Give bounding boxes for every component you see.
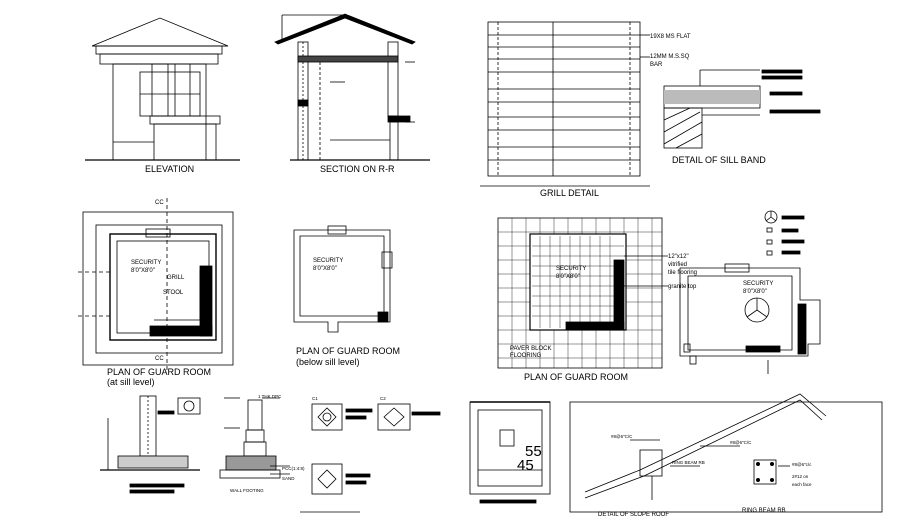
sq-bar-note-2: BAR (650, 62, 663, 68)
plan3-security: SECURITY (556, 266, 586, 272)
plan2-subtitle: (below sill level) (296, 357, 360, 367)
paver-note-2: FLOORING (510, 353, 542, 359)
sill-band-title: DETAIL OF SILL BAND (672, 155, 766, 165)
granite-note: granite top (668, 284, 697, 290)
plan2-size: 8'0"X8'0" (313, 266, 337, 272)
elevation-drawing: ELEVATION (85, 17, 240, 174)
elevation-title: ELEVATION (145, 164, 194, 174)
plan1-size: 8'0"X8'0" (131, 268, 155, 274)
sand-note: SAND (282, 476, 295, 481)
plan-1-drawing: CC CC SECURITY 8'0"X8'0" GRILL STOOL PLA… (78, 198, 234, 387)
footing-detail-1 (100, 395, 201, 494)
plan1-subtitle: (at sill level) (107, 377, 155, 387)
bar-note-1: #8@6"C/C (611, 434, 633, 439)
electrical-plan-drawing: SECURITY 8'0"X8'0" (679, 210, 821, 374)
sill-band-drawing: DETAIL OF SILL BAND (663, 69, 821, 165)
plan2-security: SECURITY (313, 258, 343, 264)
tile-note-1: 12"x12" (668, 254, 689, 260)
stool-tag: STOOL (163, 290, 184, 296)
plan3-size: 8'0"X8'0" (556, 274, 580, 280)
cc-tag-bottom: CC (155, 356, 164, 362)
grill-title: GRILL DETAIL (540, 188, 599, 198)
dim-45: 45 (517, 457, 534, 474)
plan4-size: 8'0"X8'0" (743, 289, 767, 295)
c2-tag: C2 (380, 396, 386, 401)
section-drawing: SECTION ON R-R (274, 13, 430, 174)
plan-3-drawing: SECURITY 8'0"X8'0" 12"x12" vitrified til… (497, 217, 697, 382)
bar-note-4: 2#12 on (792, 474, 809, 479)
c1-tag: C1 (312, 396, 318, 401)
wall-footing-title: WALL FOOTING (230, 488, 264, 493)
plan1-title: PLAN OF GUARD ROOM (107, 367, 211, 377)
ring-beam-title: RING BEAM RB (742, 508, 786, 514)
slope-roof-drawing: #8@6"C/C #8@6"C/C RING BEAM RB #8@6"c/c … (569, 393, 883, 518)
dpc-note: 1 THK DPC (258, 394, 282, 399)
cc-tag-top: CC (155, 200, 164, 206)
grill-tag: GRILL (167, 275, 185, 281)
flat-note: 19X8 MS FLAT (650, 34, 691, 40)
wall-footing-drawing: 1 THK DPC PCC(1:4:8) SAND WALL FOOTING (219, 394, 305, 493)
column-sections: C1 C2 (300, 396, 441, 513)
ring-beam-note: RING BEAM RB (672, 460, 705, 465)
plan-2-drawing: SECURITY 8'0"X8'0" PLAN OF GUARD ROOM (b… (293, 225, 400, 367)
plan2-title: PLAN OF GUARD ROOM (296, 346, 400, 356)
pcc-note: PCC(1:4:8) (282, 466, 305, 471)
plan4-security: SECURITY (743, 281, 773, 287)
plan3-title: PLAN OF GUARD ROOM (524, 372, 628, 382)
bar-note-5: each face (792, 482, 812, 487)
section-title: SECTION ON R-R (320, 164, 395, 174)
bar-note-3: #8@6"c/c (792, 462, 812, 467)
paver-note-1: PAVER BLOCK (510, 346, 551, 352)
slope-roof-title: DETAIL OF SLOPE ROOF (598, 512, 669, 518)
grill-detail-drawing: 19X8 MS FLAT 12MM M.S.SQ BAR GRILL DETAI… (480, 21, 691, 198)
tile-note-2: vitrified (668, 262, 687, 268)
foundation-plan-drawing: 55 45 (469, 401, 551, 504)
plan1-security: SECURITY (131, 260, 161, 266)
sq-bar-note-1: 12MM M.S.SQ (650, 54, 690, 60)
tile-note-3: tile flooring (668, 270, 697, 276)
dim-55: 55 (525, 443, 542, 460)
bar-note-2: #8@6"C/C (730, 440, 752, 445)
